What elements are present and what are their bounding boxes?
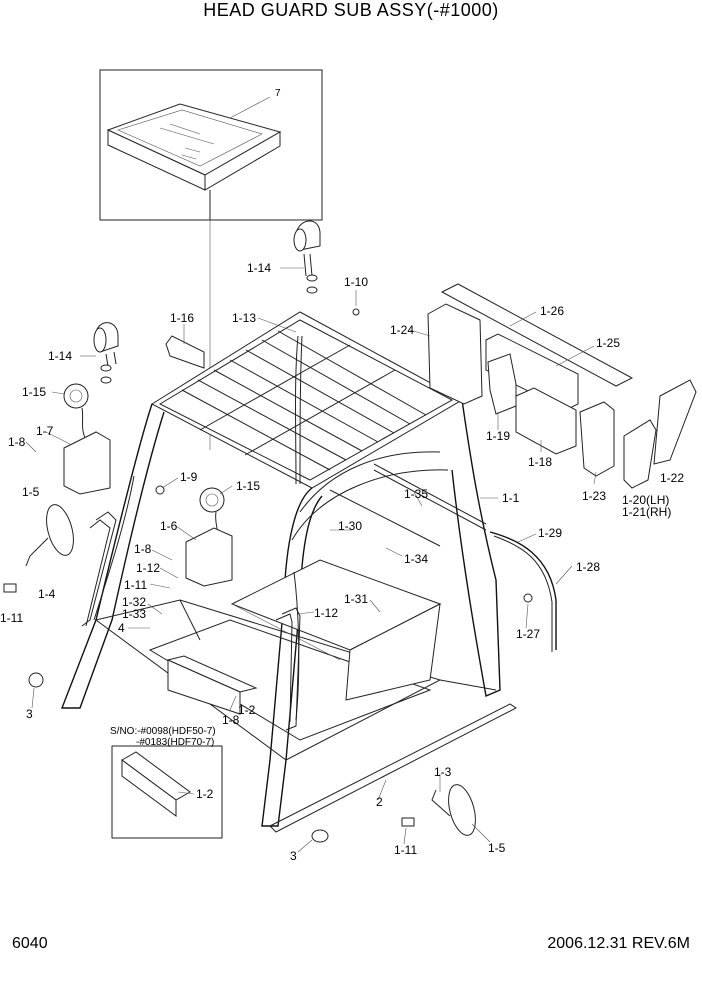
label-1-25: 1-25 [596, 336, 620, 350]
label-1-14b: 1-14 [48, 349, 72, 363]
label-1-4: 1-4 [38, 587, 56, 601]
glass-panels-drawing [427, 283, 697, 489]
label-1-10: 1-10 [344, 275, 368, 289]
label-1-12b: 1-12 [314, 606, 338, 620]
serial-note-line2: -#0183(HDF70-7) [136, 737, 214, 748]
label-1-16: 1-16 [170, 311, 194, 325]
label-1-14a: 1-14 [247, 261, 271, 275]
label-1-2b: 1-2 [196, 787, 214, 801]
label-1-19: 1-19 [486, 429, 510, 443]
label-1-32: 1-32 [122, 595, 146, 609]
mirrors-drawing [3, 308, 533, 843]
label-1-11c: 1-11 [394, 843, 417, 857]
label-1-22: 1-22 [660, 471, 684, 485]
label-1-35: 1-35 [404, 487, 428, 501]
label-1-9: 1-9 [180, 470, 198, 484]
label-1-29: 1-29 [538, 526, 562, 540]
label-1-12a: 1-12 [136, 561, 160, 575]
label-1-8c: 1-8 [222, 713, 240, 727]
label-1-2a: 1-2 [238, 703, 256, 717]
label-3a: 3 [26, 707, 33, 721]
label-1-20: 1-20(LH) [622, 493, 669, 507]
label-1-31: 1-31 [344, 592, 368, 606]
label-1-26: 1-26 [540, 304, 564, 318]
label-1-6: 1-6 [160, 519, 178, 533]
callout-labels: 7 1-14 1-10 1-16 1-13 1-24 1-26 1-25 1-1… [0, 88, 684, 863]
label-1-5a: 1-5 [22, 485, 40, 499]
label-1-34: 1-34 [404, 552, 428, 566]
label-2: 2 [376, 795, 383, 809]
label-1-33: 1-33 [122, 607, 146, 621]
label-1-13: 1-13 [232, 311, 256, 325]
page-title: HEAD GUARD SUB ASSY(-#1000) [203, 0, 499, 20]
label-7: 7 [275, 88, 281, 99]
label-1-15b: 1-15 [236, 479, 260, 493]
label-1-28: 1-28 [576, 560, 600, 574]
label-1-21: 1-21(RH) [622, 505, 671, 519]
label-1-11b: 1-11 [0, 611, 23, 625]
label-1-3: 1-3 [434, 765, 452, 779]
label-1-23: 1-23 [582, 489, 606, 503]
label-1-15a: 1-15 [22, 385, 46, 399]
revision-date: 2006.12.31 REV.6M [547, 935, 690, 952]
head-guard-frame-drawing [60, 311, 557, 833]
label-1-18: 1-18 [528, 455, 552, 469]
page-number: 6040 [12, 935, 48, 952]
label-1-7: 1-7 [36, 424, 54, 438]
label-1-11a: 1-11 [124, 578, 147, 592]
label-1-5b: 1-5 [488, 841, 506, 855]
serial-note-line1: S/NO:-#0098(HDF50-7) [110, 726, 216, 737]
label-1-27: 1-27 [516, 627, 540, 641]
label-1-30: 1-30 [338, 519, 362, 533]
serial-inset-drawing [111, 745, 223, 839]
work-lamps-drawing [63, 220, 321, 587]
label-3b: 3 [290, 849, 297, 863]
label-4: 4 [118, 621, 125, 635]
label-1-1: 1-1 [502, 491, 520, 505]
label-1-8b: 1-8 [134, 542, 152, 556]
label-1-24: 1-24 [390, 323, 414, 337]
leader-lines [25, 267, 597, 853]
manual-package-drawing [99, 69, 323, 450]
label-1-8a: 1-8 [8, 435, 26, 449]
